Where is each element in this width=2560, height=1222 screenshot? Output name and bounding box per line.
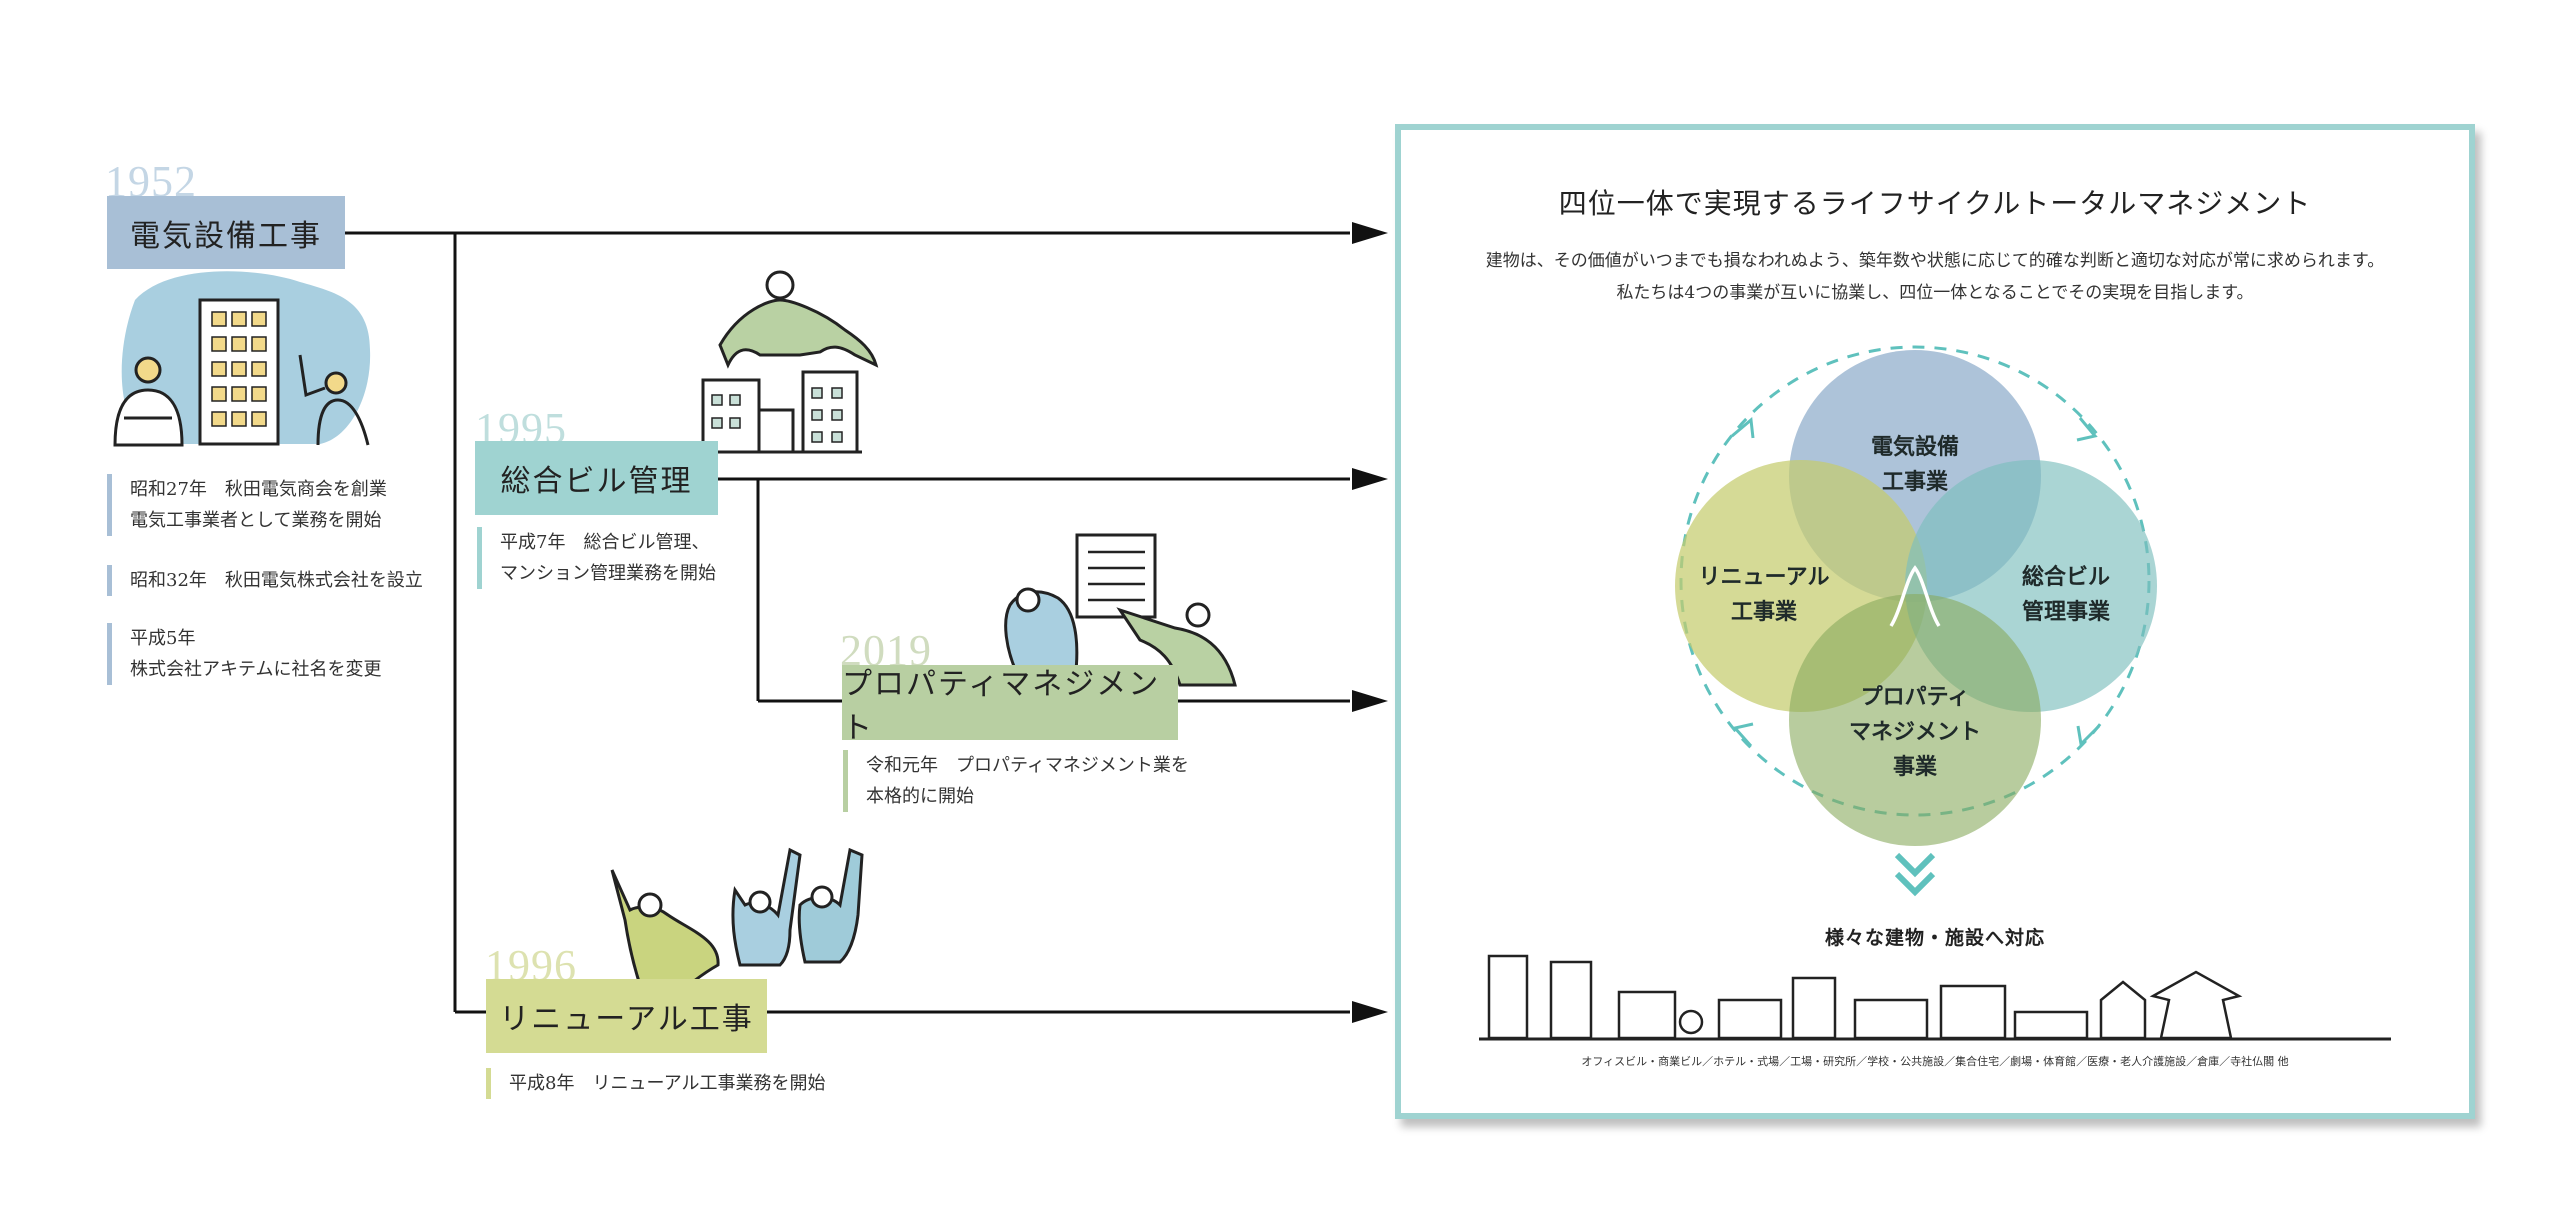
note-line: 平成7年 総合ビル管理、 <box>500 532 710 553</box>
note-line: マンション管理業務を開始 <box>500 563 716 584</box>
label-electric-work: 電気設備工事 <box>107 196 345 269</box>
worker-right-icon <box>298 354 370 446</box>
down-chevrons-icon <box>1894 852 1936 897</box>
note-line: 株式会社アキテムに社名を変更 <box>130 659 382 680</box>
office-building-icon <box>1487 954 1529 1040</box>
facilities-heading: 様々な建物・施設へ対応 <box>1824 927 2045 949</box>
circle-property <box>1789 594 2041 846</box>
apartment-building-icon <box>801 370 859 454</box>
note-line: 本格的に開始 <box>866 786 974 807</box>
circle-label-line: 電気設備 <box>1870 435 1959 460</box>
venn-diagram <box>1675 345 2157 897</box>
arrow-head-property <box>1352 690 1388 712</box>
hospital-building-icon <box>701 378 761 454</box>
worker-left-icon <box>113 356 184 447</box>
note-line: 昭和32年 秋田電気株式会社を設立 <box>130 570 423 591</box>
hospital-building-icon <box>1939 984 2007 1040</box>
electric-illustration <box>113 271 371 447</box>
arrow-heads <box>1352 222 1388 1023</box>
document-board-icon <box>1075 533 1157 619</box>
circle-label-line: プロパティ <box>1860 685 1970 710</box>
cheer-person-1 <box>610 869 720 987</box>
circle-label-building: 総合ビル 管理事業 <box>1981 560 2151 630</box>
cycle-arrow-bottom-right <box>2076 724 2101 748</box>
note-building: 平成7年 総合ビル管理、 マンション管理業務を開始 <box>477 527 716 589</box>
panel-description-2: 私たちは4つの事業が互いに協業し、四位一体となることでその実現を目指します。 <box>1616 283 2254 303</box>
note-line: 平成5年 <box>130 628 196 649</box>
theater-building-icon <box>1853 998 1929 1040</box>
facility-types-caption: オフィスビル・商業ビル／ホテル・式場／工場・研究所／学校・公共施設／集合住宅／劇… <box>1581 1055 2289 1068</box>
small-building-icon <box>757 408 795 454</box>
note-electric-2: 昭和32年 秋田電気株式会社を設立 <box>107 565 423 596</box>
lifecycle-management-panel: 四位一体で実現するライフサイクルトータルマネジメント 建物は、その価値がいつまで… <box>1395 124 2475 1119</box>
label-property-management: プロパティマネジメント <box>842 665 1178 746</box>
person-right-figure <box>1116 607 1237 687</box>
cycle-arrow-bottom-left <box>1732 722 1754 747</box>
flask-icon <box>1678 1009 1704 1035</box>
label-renewal-work: リニューアル工事 <box>486 979 767 1053</box>
circle-label-line: 総合ビル <box>2021 565 2110 590</box>
manager-head-icon <box>765 270 795 300</box>
warehouse-building-icon <box>2099 980 2147 1040</box>
temple-building-icon <box>2149 970 2243 1040</box>
note-property: 令和元年 プロパティマネジメント業を 本格的に開始 <box>843 750 1189 812</box>
cycle-arrows <box>1731 417 2101 748</box>
school-building-icon <box>1717 998 1783 1040</box>
circle-label-line: 工事業 <box>1881 470 1948 495</box>
building-management-illustration <box>690 270 879 454</box>
note-line: 令和元年 プロパティマネジメント業を <box>866 755 1189 776</box>
label-building-management: 総合ビル管理 <box>475 441 718 515</box>
care-facility-icon <box>2013 1010 2089 1040</box>
hands-figure <box>718 298 879 369</box>
renewal-illustration <box>610 847 864 987</box>
cheer-person-3 <box>797 847 864 964</box>
circle-label-line: 工事業 <box>1730 600 1797 625</box>
circle-label-line: 事業 <box>1892 755 1937 780</box>
skyline-illustration <box>1479 954 2391 1041</box>
circle-label-electric: 電気設備 工事業 <box>1815 430 2015 500</box>
arrow-head-building <box>1352 468 1388 490</box>
building-windows <box>711 387 843 443</box>
arrow-head-renewal <box>1352 1001 1388 1023</box>
apartment-building-icon <box>1791 976 1837 1040</box>
note-renewal: 平成8年 リニューアル工事業務を開始 <box>486 1068 826 1099</box>
property-management-illustration <box>1004 533 1237 687</box>
circle-label-line: リニューアル <box>1698 565 1830 590</box>
circle-label-property: プロパティ マネジメント 事業 <box>1815 680 2015 785</box>
office-windows <box>211 311 267 427</box>
factory-building-icon <box>1617 990 1677 1040</box>
arrow-head-electric <box>1352 222 1388 244</box>
note-electric-1: 昭和27年 秋田電気商会を創業 電気工事業者として業務を開始 <box>107 474 387 536</box>
note-line: 電気工事業者として業務を開始 <box>130 510 382 531</box>
hotel-building-icon <box>1549 960 1593 1040</box>
note-electric-3: 平成5年 株式会社アキテムに社名を変更 <box>107 623 381 685</box>
cycle-arrow-top-right <box>2076 417 2098 442</box>
note-line: 昭和27年 秋田電気商会を創業 <box>130 479 387 500</box>
circle-label-renewal: リニューアル 工事業 <box>1679 560 1849 630</box>
panel-description-1: 建物は、その価値がいつまでも損なわれぬよう、築年数や状態に応じて的確な判断と適切… <box>1485 251 2385 271</box>
note-line: 平成8年 リニューアル工事業務を開始 <box>509 1073 826 1094</box>
company-logo-mark <box>1889 565 1941 627</box>
circle-label-line: マネジメント <box>1848 720 1981 745</box>
panel-title: 四位一体で実現するライフサイクルトータルマネジメント <box>1558 187 2312 220</box>
cycle-arrow-top-left <box>1731 417 1755 439</box>
circle-label-line: 管理事業 <box>2021 600 2110 625</box>
